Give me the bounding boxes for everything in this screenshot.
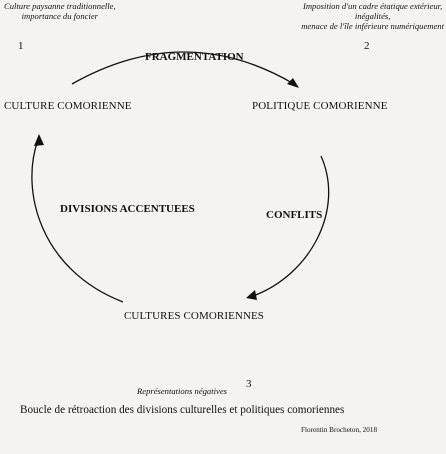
edge-label-conflits: CONFLITS [266, 209, 323, 221]
diagram-caption: Boucle de rétroaction des divisions cult… [20, 404, 345, 416]
note-top-left-line1: Culture paysanne traditionnelle, [4, 1, 116, 11]
note-top-right-line2: inégalités, [354, 10, 391, 21]
note-top-left-line2: importance du foncier [21, 10, 98, 21]
arrowhead-cultures [246, 290, 257, 300]
arrow-culture-to-politique [71, 51, 295, 85]
step-number-1: 1 [18, 40, 24, 52]
arrowhead-politique [287, 78, 299, 88]
note-bottom: Représentations négatives [137, 386, 227, 396]
note-top-left: Culture paysanne traditionnelle, importa… [4, 1, 116, 22]
arrow-cultures-to-culture [31, 139, 124, 303]
step-number-2: 2 [364, 40, 370, 52]
arrow-politique-to-cultures [252, 155, 330, 297]
node-politique-comorienne: POLITIQUE COMORIENNE [252, 100, 388, 112]
note-top-right: Imposition d'un cadre étatique extérieur… [301, 1, 444, 32]
step-number-3: 3 [246, 378, 252, 390]
node-cultures-comoriennes: CULTURES COMORIENNES [124, 310, 265, 322]
arrowhead-culture [34, 134, 44, 146]
credit: Florentin Brocheton, 2018 [301, 426, 378, 434]
note-top-right-line3: menace de l'île inférieure numériquement [301, 20, 444, 31]
edge-label-fragmentation: FRAGMENTATION [145, 51, 244, 63]
edge-label-divisions: DIVISIONS ACCENTUEES [60, 203, 195, 215]
node-culture-comorienne: CULTURE COMORIENNE [4, 100, 132, 112]
note-top-right-line1: Imposition d'un cadre étatique extérieur… [302, 1, 443, 11]
